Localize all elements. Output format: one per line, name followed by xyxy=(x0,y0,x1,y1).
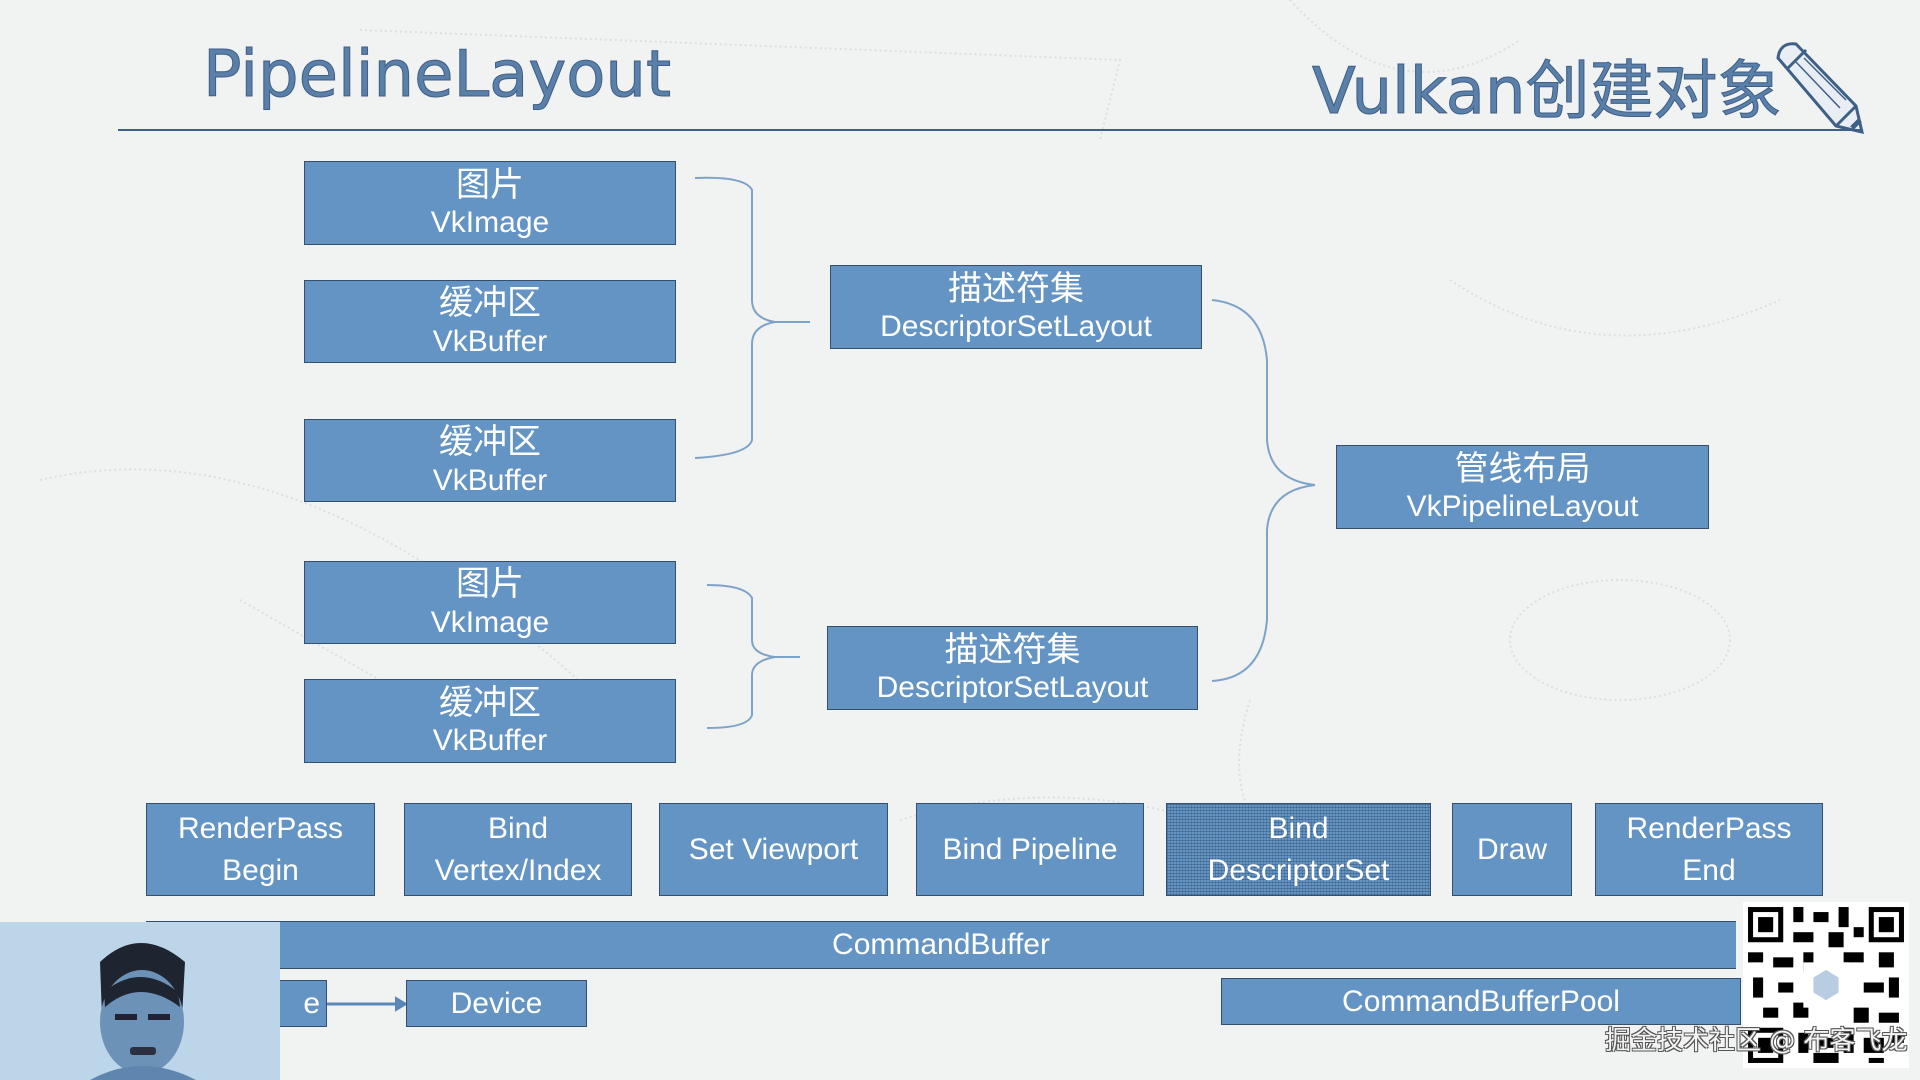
descriptor-set-layout-2[interactable]: 描述符集 DescriptorSetLayout xyxy=(827,626,1198,710)
command-buffer-pool-label: CommandBufferPool xyxy=(1342,984,1620,1018)
dsl-label-zh: 描述符集 xyxy=(944,629,1081,670)
step-set-viewport[interactable]: Set Viewport xyxy=(659,803,888,896)
command-buffer-label: CommandBuffer xyxy=(832,928,1050,961)
device-label: Device xyxy=(450,986,543,1020)
step-line1: RenderPass xyxy=(1626,811,1792,845)
step-line2: Vertex/Index xyxy=(434,853,602,887)
pencil-icon xyxy=(1776,42,1865,135)
slide-title: PipelineLayout xyxy=(202,38,672,113)
resource-label-zh: 缓冲区 xyxy=(439,283,541,324)
slide-header-right: Vulkan创建对象 xyxy=(1312,55,1782,130)
step-renderpass-end[interactable]: RenderPass End xyxy=(1595,803,1823,896)
resource-box-buffer-1[interactable]: 缓冲区 VkBuffer xyxy=(304,280,676,363)
step-line1: Set Viewport xyxy=(688,832,859,866)
resource-label-zh: 缓冲区 xyxy=(439,682,541,723)
resource-label-en: VkBuffer xyxy=(432,324,548,358)
resource-label-en: VkImage xyxy=(430,206,550,240)
presenter-image xyxy=(0,922,280,1080)
dsl-label-zh: 描述符集 xyxy=(948,268,1084,309)
device-box[interactable]: Device xyxy=(406,980,587,1027)
brace-pipeline xyxy=(1211,299,1316,682)
step-line2: End xyxy=(1682,853,1736,887)
resource-label-zh: 缓冲区 xyxy=(439,422,541,463)
resource-box-buffer-3[interactable]: 缓冲区 VkBuffer xyxy=(304,679,676,763)
instance-label-partial: e xyxy=(303,986,320,1020)
watermark-text: 掘金技术社区 @ 布客飞龙 xyxy=(1605,1026,1908,1056)
step-line1: Bind xyxy=(487,811,549,845)
pipeline-layout-label-zh: 管线布局 xyxy=(1454,448,1591,489)
qr-code-pattern xyxy=(1743,902,1909,1068)
step-line2: DescriptorSet xyxy=(1207,853,1390,887)
step-bind-pipeline[interactable]: Bind Pipeline xyxy=(916,803,1144,896)
brace-group-1 xyxy=(694,176,810,459)
pipeline-layout-box[interactable]: 管线布局 VkPipelineLayout xyxy=(1336,445,1709,529)
resource-box-buffer-2[interactable]: 缓冲区 VkBuffer xyxy=(304,419,676,502)
step-draw[interactable]: Draw xyxy=(1452,803,1572,896)
command-buffer-bar[interactable]: CommandBuffer xyxy=(146,921,1736,969)
step-bind-vertex-index[interactable]: Bind Vertex/Index xyxy=(404,803,632,896)
title-divider xyxy=(118,129,1860,131)
brace-group-2 xyxy=(706,584,800,729)
step-bind-descriptorset[interactable]: Bind DescriptorSet xyxy=(1166,803,1431,896)
presenter-webcam xyxy=(0,922,280,1080)
step-line2: Begin xyxy=(222,853,299,887)
resource-box-image-1[interactable]: 图片 VkImage xyxy=(304,161,676,245)
qr-code[interactable] xyxy=(1743,902,1909,1068)
step-line1: Bind Pipeline xyxy=(942,832,1118,866)
step-line1: Draw xyxy=(1476,832,1547,866)
resource-label-zh: 图片 xyxy=(456,164,524,205)
dsl-label-en: DescriptorSetLayout xyxy=(880,310,1152,344)
resource-label-en: VkImage xyxy=(430,605,550,639)
step-renderpass-begin[interactable]: RenderPass Begin xyxy=(146,803,375,896)
resource-label-en: VkBuffer xyxy=(432,463,548,497)
descriptor-set-layout-1[interactable]: 描述符集 DescriptorSetLayout xyxy=(830,265,1202,349)
pipeline-layout-label-en: VkPipelineLayout xyxy=(1406,490,1639,524)
resource-label-zh: 图片 xyxy=(456,564,524,605)
command-buffer-pool-box[interactable]: CommandBufferPool xyxy=(1221,978,1741,1025)
step-line1: RenderPass xyxy=(177,811,344,845)
resource-box-image-2[interactable]: 图片 VkImage xyxy=(304,561,676,644)
dsl-label-en: DescriptorSetLayout xyxy=(876,671,1149,705)
resource-label-en: VkBuffer xyxy=(432,724,548,758)
step-line1: Bind xyxy=(1268,811,1329,845)
